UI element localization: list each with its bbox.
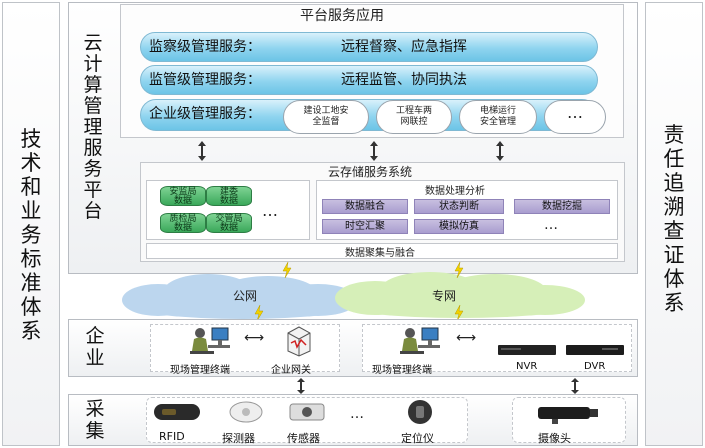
dvr-label: DVR — [584, 361, 606, 372]
chip-state-judgement: 状态判断 — [414, 199, 504, 214]
chip-data-mining: 数据挖掘 — [514, 199, 610, 214]
lightning-icon — [454, 305, 464, 321]
standards-system-label: 技 术 和 业 务 标 准 体 系 — [20, 127, 42, 343]
regulatory-service-value: 远程监管、协同执法 — [341, 72, 467, 88]
enterprise-item-vehicle-control: 工程车两 网联控 — [376, 100, 452, 134]
dvr-device-icon — [566, 345, 624, 355]
chip-data-fusion: 数据融合 — [322, 199, 408, 214]
chip-spatiotemporal-aggregation: 时空汇聚 — [322, 219, 408, 234]
locator-icon — [408, 400, 432, 424]
detector-icon — [229, 401, 263, 423]
operator-terminal-icon — [190, 327, 230, 354]
supervision-service-value: 远程督察、应急指挥 — [341, 39, 467, 55]
enterprise-label: 企 业 — [85, 325, 105, 369]
lightning-icon — [282, 262, 292, 278]
collection-more: … — [350, 406, 364, 422]
supervision-service-row: 监察级管理服务： 远程督察、应急指挥 — [140, 32, 598, 62]
nvr-label: NVR — [516, 361, 538, 372]
updown-arrow-icon — [198, 141, 206, 161]
database-safety-bureau: 安监局 数据 — [160, 186, 206, 206]
sensor-icon — [289, 403, 325, 421]
cloud-storage-title: 云存储服务系统 — [328, 165, 413, 179]
updown-arrow-icon — [297, 378, 305, 394]
enterprise-service-label: 企业级管理服务： — [149, 106, 261, 122]
database-construction-committee: 建委 数据 — [206, 186, 252, 206]
bidirectional-arrow-icon: ⟷ — [456, 330, 477, 346]
regulatory-service-row: 监管级管理服务： 远程监管、协同执法 — [140, 65, 598, 95]
sensor-label: 传感器 — [287, 432, 320, 445]
traceability-system-label: 责 任 追 溯 查 证 体 系 — [663, 123, 685, 315]
lightning-icon — [454, 262, 464, 278]
enterprise-item-elevator-safety: 电梯运行 安全管理 — [459, 100, 537, 134]
supervision-service-label: 监察级管理服务： — [149, 39, 261, 55]
bidirectional-arrow-icon: ⟷ — [244, 330, 265, 346]
private-network-cloud — [335, 272, 585, 318]
enterprise-item-site-safety: 建设工地安 全监督 — [283, 100, 369, 134]
data-analysis-title: 数据处理分析 — [425, 186, 485, 197]
platform-service-title: 平台服务应用 — [300, 8, 384, 24]
chip-simulation: 模拟仿真 — [414, 219, 504, 234]
public-network-cloud — [122, 274, 358, 319]
data-aggregation-bar — [146, 243, 618, 259]
camera-label: 摄像头 — [538, 432, 571, 445]
database-quality-bureau: 质检局 数据 — [160, 213, 206, 233]
gateway-icon — [287, 326, 311, 357]
public-network-label: 公网 — [233, 289, 258, 303]
operator-terminal-icon — [400, 327, 440, 354]
collection-label: 采 集 — [85, 398, 105, 442]
lightning-icon — [254, 305, 264, 321]
camera-group — [512, 397, 626, 443]
data-aggregation-label: 数据聚集与融合 — [345, 248, 415, 259]
rfid-label: RFID — [159, 430, 185, 443]
camera-icon — [538, 407, 598, 424]
rfid-tag-icon — [154, 404, 200, 420]
private-network-label: 专网 — [432, 289, 457, 303]
regulatory-service-label: 监管级管理服务： — [149, 72, 261, 88]
updown-arrow-icon — [496, 141, 504, 161]
cloud-platform-label: 云 计 算 管 理 服 务 平 台 — [83, 32, 103, 222]
detector-label: 探测器 — [222, 432, 255, 445]
left-terminal-label: 现场管理终端 — [170, 365, 230, 376]
gateway-label: 企业网关 — [271, 365, 311, 376]
locator-label: 定位仪 — [401, 432, 434, 445]
database-more: … — [262, 201, 278, 220]
updown-arrow-icon — [370, 141, 378, 161]
database-traffic-bureau: 交管局 数据 — [206, 213, 252, 233]
enterprise-item-more: … — [544, 100, 606, 134]
left-sidebar: 技 术 和 业 务 标 准 体 系 — [2, 2, 60, 446]
analysis-more: … — [544, 217, 558, 233]
right-terminal-label: 现场管理终端 — [372, 365, 432, 376]
updown-arrow-icon — [571, 378, 579, 394]
nvr-device-icon — [498, 345, 556, 355]
right-sidebar: 责 任 追 溯 查 证 体 系 — [645, 2, 703, 446]
